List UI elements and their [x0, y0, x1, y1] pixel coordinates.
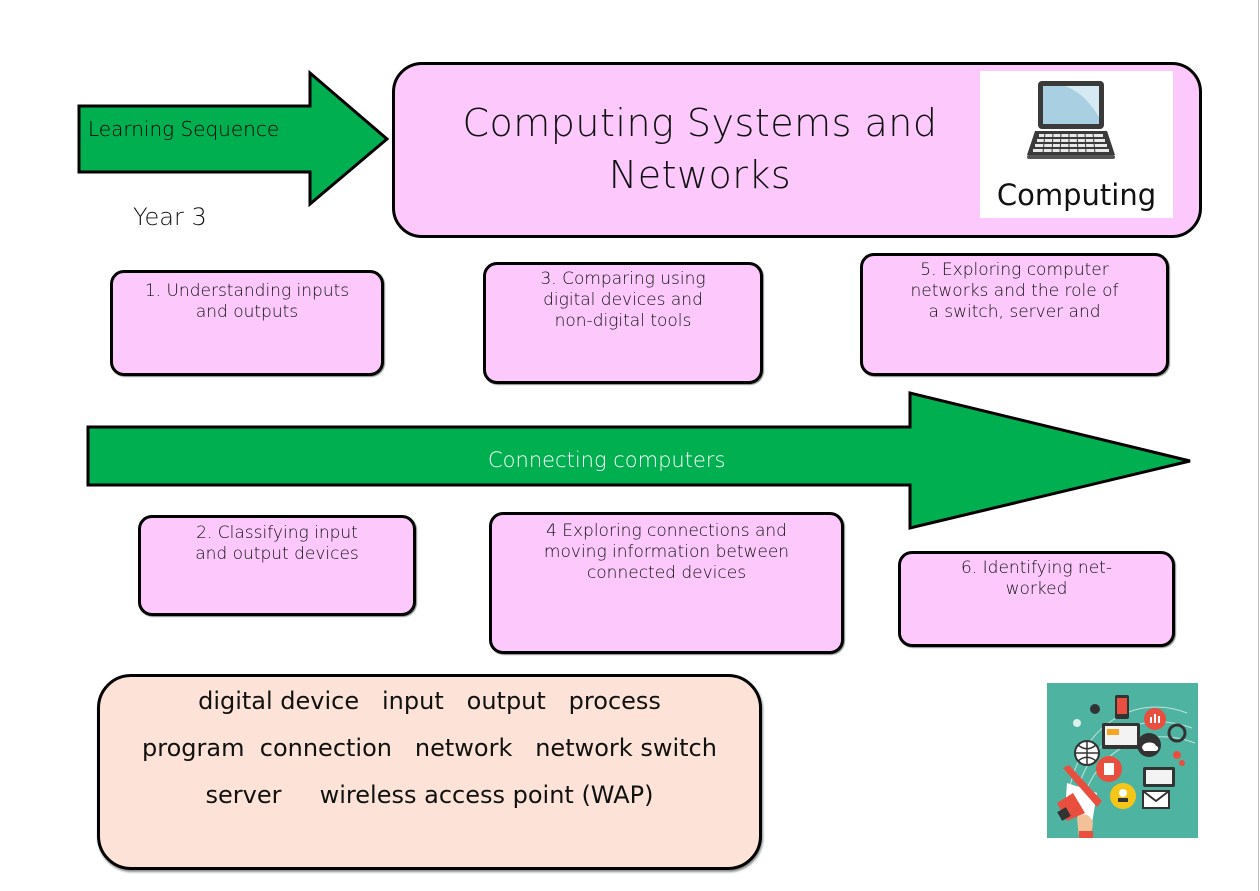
lesson-6-box: 6. Identifying net- worked — [898, 551, 1175, 647]
lesson-2-text: 2. Classifying input and output devices — [195, 523, 359, 564]
unit-title-line-2: Networks — [608, 153, 792, 197]
lesson-5-box: 5. Exploring computer networks and the r… — [860, 253, 1169, 376]
subject-label: Computing — [996, 178, 1157, 212]
year-label: Year 3 — [133, 203, 207, 231]
lesson-5-text: 5. Exploring computer networks and the r… — [910, 260, 1119, 322]
unit-title: Computing Systems and Networks — [415, 97, 985, 201]
lesson-3-text: 3. Comparing using digital devices and n… — [540, 269, 706, 331]
subject-card: Computing — [980, 71, 1173, 218]
lesson-4-box: 4 Exploring connections and moving infor… — [489, 512, 844, 654]
page-edge — [1258, 0, 1259, 891]
lesson-1-text: 1. Understanding inputs and outputs — [144, 281, 350, 322]
laptop-icon — [1027, 81, 1115, 159]
lesson-3-box: 3. Comparing using digital devices and n… — [483, 262, 763, 384]
vocabulary-line-1: digital device input output process — [198, 687, 661, 715]
learning-sequence-label: Learning Sequence — [88, 117, 280, 141]
lesson-6-text: 6. Identifying net- worked — [961, 558, 1112, 599]
vocabulary-line-2: program connection network network switc… — [142, 734, 717, 762]
unit-title-box: Computing Systems and Networks Computing — [392, 62, 1202, 238]
lesson-1-box: 1. Understanding inputs and outputs — [110, 270, 384, 376]
connecting-computers-label: Connecting computers — [488, 448, 726, 472]
digital-marketing-illustration — [1047, 683, 1198, 838]
vocabulary-box: digital device input output process prog… — [97, 674, 762, 870]
vocabulary-line-3: server wireless access point (WAP) — [205, 781, 654, 809]
lesson-2-box: 2. Classifying input and output devices — [138, 515, 416, 616]
unit-title-line-1: Computing Systems and — [462, 101, 938, 145]
lesson-4-text: 4 Exploring connections and moving infor… — [543, 521, 790, 583]
